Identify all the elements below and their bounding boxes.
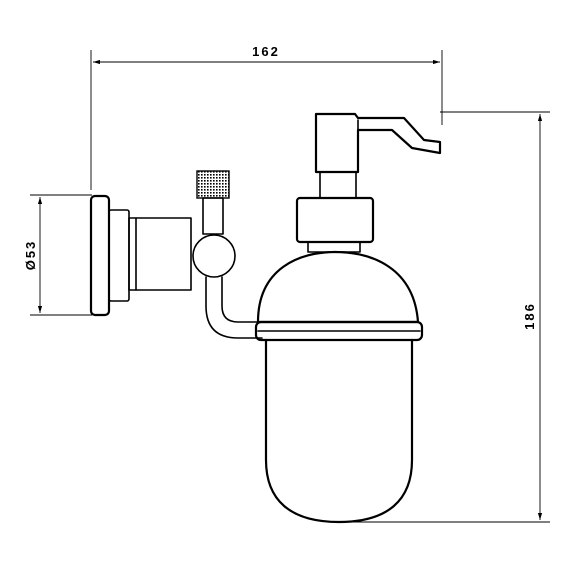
holder-ring	[254, 320, 424, 342]
glass-bowl	[264, 338, 414, 524]
height-dimension: 186	[340, 111, 550, 523]
rod-upper	[202, 197, 224, 235]
pump-neck	[307, 241, 361, 253]
wall-plate-collar	[108, 209, 130, 302]
knurled-nut	[196, 170, 230, 199]
diameter-label: Ø53	[23, 240, 38, 271]
pump-stem	[319, 171, 357, 199]
width-label: 162	[252, 44, 280, 59]
arm-block	[128, 217, 192, 291]
rod-curve-inner	[221, 276, 263, 323]
arm-joint-ball	[192, 234, 236, 278]
rod-curve-outer	[205, 276, 263, 339]
dome	[256, 250, 420, 324]
dome-cover	[254, 250, 424, 342]
pump-cap	[295, 196, 375, 244]
pump-head	[295, 112, 442, 253]
pump-spout	[314, 112, 442, 174]
retaining-rod	[196, 170, 263, 339]
width-dimension: 162	[90, 44, 443, 190]
support-arm	[128, 217, 236, 291]
wall-plate	[89, 194, 130, 317]
glass-container	[264, 338, 414, 524]
diameter-dimension: Ø53	[23, 194, 92, 316]
height-label: 186	[522, 302, 537, 330]
wall-plate-outer	[89, 194, 111, 317]
